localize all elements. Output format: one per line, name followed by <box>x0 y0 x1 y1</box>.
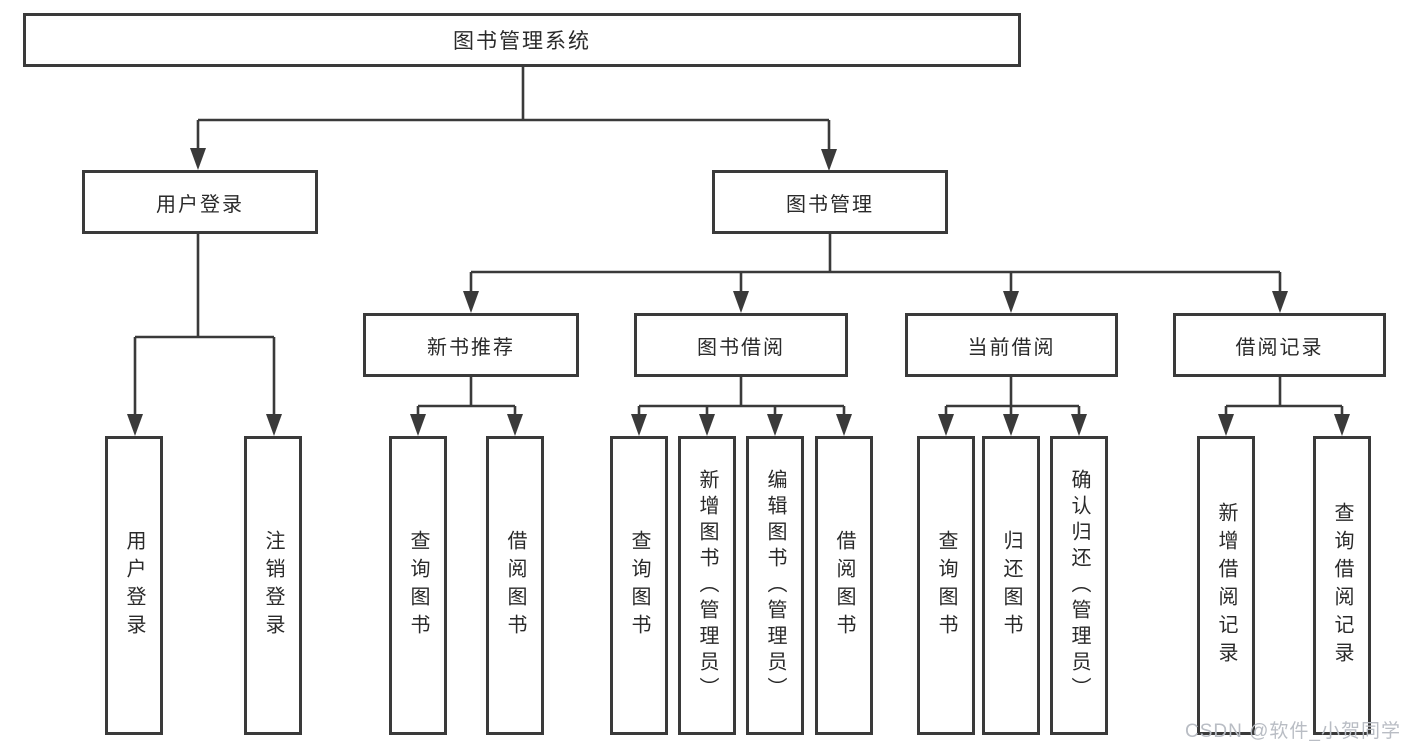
leaf-return-book: 归还图书 <box>982 436 1040 735</box>
connector-book-mgmt-children <box>469 234 1282 294</box>
leaf-query-borrow-record-label: 查询借阅记录 <box>1331 501 1353 670</box>
connector-current-borrow-children <box>944 377 1081 418</box>
leaf-edit-book-admin-label: 编辑图书（管理员） <box>764 468 786 703</box>
leaf-borrow-query-book: 查询图书 <box>610 436 668 735</box>
connector-borrow-record-children <box>1224 377 1344 418</box>
leaf-query-borrow-record: 查询借阅记录 <box>1313 436 1371 735</box>
leaf-return-book-label: 归还图书 <box>1000 529 1022 642</box>
node-root: 图书管理系统 <box>23 13 1021 67</box>
connector-root-to-level2 <box>196 66 831 151</box>
leaf-newrec-borrow-book-label: 借阅图书 <box>504 529 526 642</box>
leaf-logout: 注销登录 <box>244 436 302 735</box>
arrowheads <box>127 148 1350 436</box>
leaf-logout-label: 注销登录 <box>262 529 284 642</box>
node-new-book-recommend-label: 新书推荐 <box>427 336 515 359</box>
leaf-newrec-borrow-book: 借阅图书 <box>486 436 544 735</box>
leaf-borrow-borrow-book: 借阅图书 <box>815 436 873 735</box>
leaf-current-query-book: 查询图书 <box>917 436 975 735</box>
connector-book-borrow-children <box>637 377 846 418</box>
leaf-add-borrow-record-label: 新增借阅记录 <box>1215 501 1237 670</box>
node-new-book-recommend: 新书推荐 <box>363 313 579 377</box>
leaf-newrec-query-book-label: 查询图书 <box>407 529 429 642</box>
node-user-login: 用户登录 <box>82 170 318 234</box>
connector-new-book-rec-children <box>416 377 517 418</box>
node-current-borrow: 当前借阅 <box>905 313 1118 377</box>
leaf-confirm-return-admin-label: 确认归还（管理员） <box>1068 468 1090 703</box>
node-book-borrow-label: 图书借阅 <box>697 336 785 359</box>
connector-user-login-children <box>133 234 276 416</box>
node-borrow-record-label: 借阅记录 <box>1235 336 1324 359</box>
leaf-confirm-return-admin: 确认归还（管理员） <box>1050 436 1108 735</box>
node-borrow-record: 借阅记录 <box>1173 313 1386 377</box>
node-book-borrow: 图书借阅 <box>634 313 848 377</box>
node-user-login-label: 用户登录 <box>156 193 244 216</box>
leaf-borrow-query-book-label: 查询图书 <box>628 529 650 642</box>
csdn-watermark: CSDN @软件_小贺同学 <box>1185 721 1401 742</box>
node-root-label: 图书管理系统 <box>453 30 591 53</box>
node-book-management-label: 图书管理 <box>786 193 874 216</box>
node-book-management: 图书管理 <box>712 170 948 234</box>
leaf-add-borrow-record: 新增借阅记录 <box>1197 436 1255 735</box>
leaf-add-book-admin: 新增图书（管理员） <box>678 436 736 735</box>
node-current-borrow-label: 当前借阅 <box>967 336 1056 359</box>
leaf-user-login-label: 用户登录 <box>123 529 145 642</box>
leaf-user-login: 用户登录 <box>105 436 163 735</box>
leaf-newrec-query-book: 查询图书 <box>389 436 447 735</box>
leaf-borrow-borrow-book-label: 借阅图书 <box>833 529 855 642</box>
leaf-edit-book-admin: 编辑图书（管理员） <box>746 436 804 735</box>
leaf-current-query-book-label: 查询图书 <box>935 529 957 642</box>
leaf-add-book-admin-label: 新增图书（管理员） <box>696 468 718 703</box>
